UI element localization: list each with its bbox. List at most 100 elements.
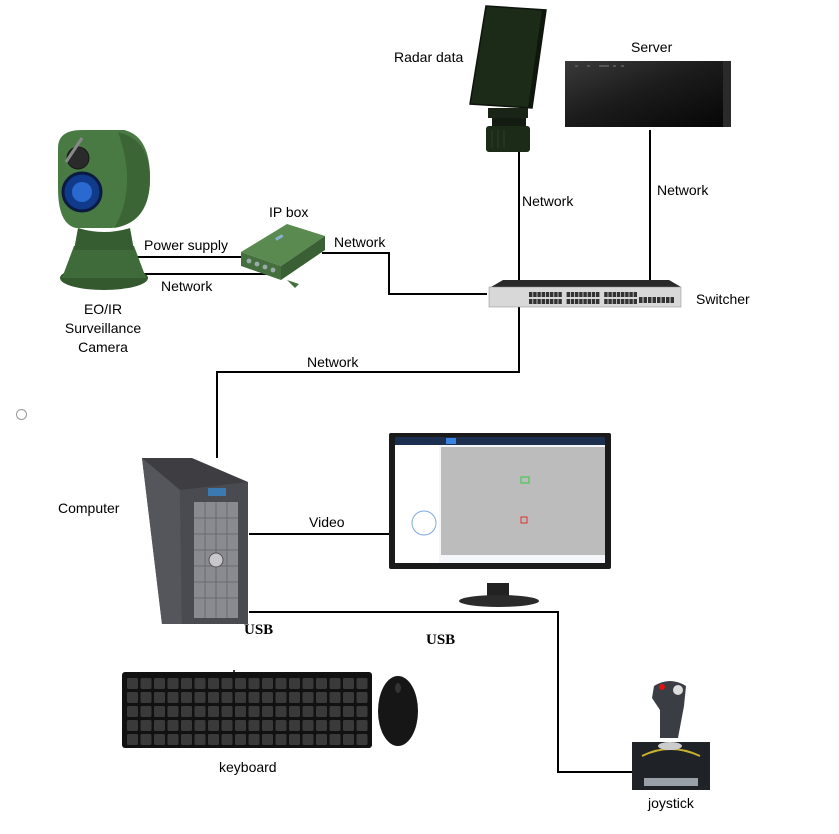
keyboard-key [140,706,152,717]
keyboard-key [194,692,206,703]
wire-switch-computer [216,306,520,458]
keyboard-key [235,678,246,689]
keyboard-key [140,678,152,689]
switch-port [529,292,533,297]
keyboard-key [343,734,354,745]
keyboard-key [221,720,233,731]
monitor-icon [389,433,611,607]
radio-circle-icon [16,409,27,420]
keyboard-key [248,706,260,717]
keyboard-key [127,734,138,745]
wire-ipbox-switch [322,252,487,295]
switch-port [579,299,583,304]
keyboard-key [275,678,287,689]
keyboard-key [167,706,179,717]
camera-label-line: EO/IR [83,301,123,317]
network-switch-icon [488,280,682,308]
switch-sfp-port [670,297,674,303]
computer-label: Computer [58,500,120,516]
keyboard-key [302,706,314,717]
server-label: Server [631,39,673,55]
switch-sfp-port [666,297,670,303]
keyboard-key [329,734,341,745]
keyboard-key [343,692,354,703]
eo-ir-camera-icon [58,130,150,290]
keyboard-key [208,720,219,731]
radar-link-label: Network [522,193,574,209]
switch-port [583,299,587,304]
keyboard-key [289,734,300,745]
server-device-icon [565,61,731,127]
switch-port [608,292,612,297]
keyboard-key [343,678,354,689]
switch-port [629,299,633,304]
switch-port [541,292,545,297]
switch-port [583,292,587,297]
keyboard-key [275,720,287,731]
switcher-label: Switcher [696,291,750,307]
switch-port [633,292,637,297]
computer-tower-icon [142,458,248,624]
switch-port [566,292,570,297]
keyboard-key [356,678,368,689]
keyboard-key [289,692,300,703]
camera-network-label: Network [161,278,213,294]
switch-port [533,292,537,297]
switch-port [587,299,591,304]
keyboard-key [235,706,246,717]
switch-port [608,299,612,304]
switch-port [604,292,608,297]
switch-port [554,292,558,297]
ip-box-icon [241,224,325,288]
switch-port [537,299,541,304]
keyboard-key [127,678,138,689]
switch-port [625,299,629,304]
keyboard-key [181,734,192,745]
keyboard-key [302,678,314,689]
keyboard-key [275,692,287,703]
keyboard-key [181,678,192,689]
keyboard-key [262,706,273,717]
switch-port [616,292,621,297]
keyboard-key [248,720,260,731]
joystick-icon [632,681,710,790]
switch-port [575,299,579,304]
keyboard-key [167,692,179,703]
switch-port [621,292,625,297]
switch-port [558,292,562,297]
keyboard-key [167,734,179,745]
switch-sfp-port [639,297,643,303]
power-supply-label: Power supply [144,237,229,253]
keyboard-key [167,678,179,689]
keyboard-key [316,678,327,689]
switch-port [575,292,579,297]
keyboard-key [302,692,314,703]
keyboard-key [154,734,165,745]
keyboard-key [194,720,206,731]
keyboard-key [181,706,192,717]
keyboard-key [356,706,368,717]
camera-label: EO/IR Surveillance Camera [48,300,158,357]
keyboard-key [316,734,327,745]
keyboard-key [289,720,300,731]
camera-label-line: Camera [78,339,128,355]
keyboard-key [140,720,152,731]
switch-port [550,299,554,304]
keyboard-key [194,706,206,717]
keyboard-key [127,706,138,717]
keyboard-key [221,678,233,689]
switch-port [570,292,575,297]
keyboard-key [221,706,233,717]
keyboard-key [356,692,368,703]
keyboard-key [289,678,300,689]
keyboard-key [221,734,233,745]
switch-sfp-port [643,297,647,303]
keyboard-key [194,734,206,745]
keyboard-key [302,734,314,745]
switch-port [591,292,596,297]
server-link-label: Network [657,182,709,198]
keyboard-icon [122,672,372,748]
keyboard-key [208,706,219,717]
switch-sfp-port [657,297,661,303]
keyboard-key [181,720,192,731]
